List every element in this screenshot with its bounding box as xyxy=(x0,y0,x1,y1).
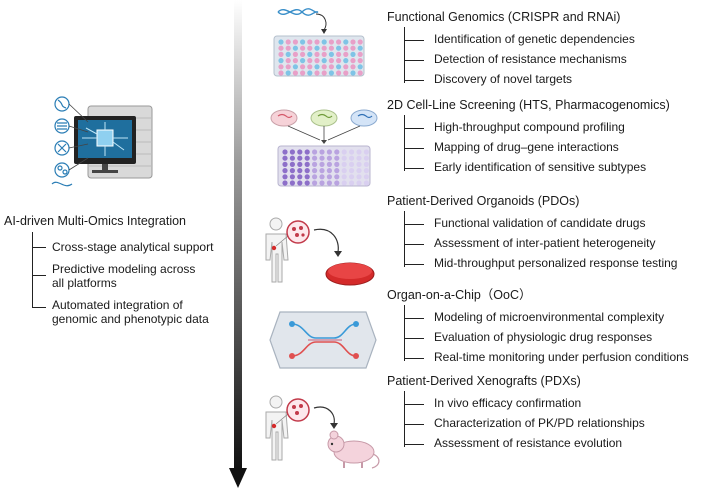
patient-organoid-dish-icon xyxy=(265,217,375,286)
left-panel-item: Automated integration of genomic and phe… xyxy=(52,298,209,326)
left-panel-item: Predictive modeling across all platforms xyxy=(52,262,196,290)
stage-title: Patient-Derived Organoids (PDOs) xyxy=(387,194,580,208)
stage-item: Assessment of resistance evolution xyxy=(434,436,623,450)
stage-item: Modeling of microenvironmental complexit… xyxy=(434,310,665,324)
stage-title: Functional Genomics (CRISPR and RNAi) xyxy=(387,10,621,24)
ai-computer-icon xyxy=(51,96,153,187)
stage-title: Organ-on-a-Chip（OoC） xyxy=(387,288,532,302)
stage-item: Evaluation of physiologic drug responses xyxy=(434,330,653,344)
stage-item: Functional validation of candidate drugs xyxy=(434,216,646,230)
stage-item: Mid-throughput personalized response tes… xyxy=(434,256,678,270)
left-panel-item: Cross-stage analytical support xyxy=(52,240,214,254)
stage-item: Identification of genetic dependencies xyxy=(434,32,635,46)
microfluidic-chip-icon xyxy=(269,311,377,369)
petri-dishes-plate-icon xyxy=(270,109,378,187)
stage-item: Characterization of PK/PD relationships xyxy=(434,416,645,430)
stage-item: High-throughput compound profiling xyxy=(434,120,625,134)
stage-item: Mapping of drug–gene interactions xyxy=(434,140,619,154)
left-panel-title: AI-driven Multi-Omics Integration xyxy=(4,214,187,228)
stage-item: Early identification of sensitive subtyp… xyxy=(434,160,647,174)
patient-mouse-icon xyxy=(265,395,380,469)
stage-item: Assessment of inter-patient heterogeneit… xyxy=(434,236,656,250)
stage-item: In vivo efficacy confirmation xyxy=(434,396,582,410)
stage-item: Detection of resistance mechanisms xyxy=(434,52,627,66)
dna-96-well-plate-icon xyxy=(273,8,365,77)
stage-item: Discovery of novel targets xyxy=(434,72,573,86)
pipeline-arrow xyxy=(229,0,247,488)
stage-title: 2D Cell-Line Screening (HTS, Pharmacogen… xyxy=(387,98,670,112)
stage-item: Real-time monitoring under perfusion con… xyxy=(434,350,689,364)
stage-title: Patient-Derived Xenografts (PDXs) xyxy=(387,374,581,388)
